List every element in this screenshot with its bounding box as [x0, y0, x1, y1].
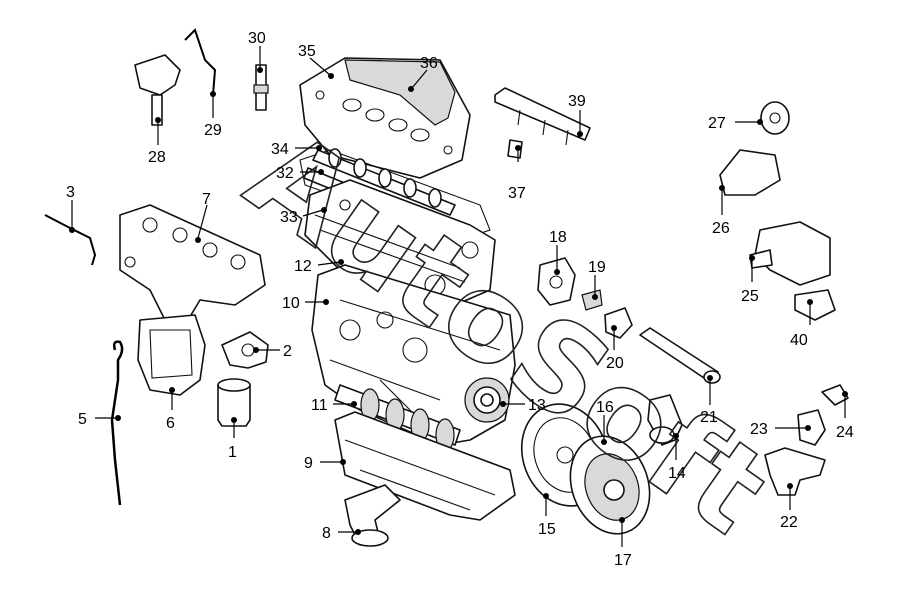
catalytic-converter — [137, 314, 206, 396]
callout-27: 27 — [708, 115, 726, 132]
callout-8: 8 — [322, 525, 331, 542]
callout-7: 7 — [202, 191, 211, 208]
water-outlet — [604, 307, 633, 339]
callout-10: 10 — [282, 295, 300, 312]
callout-36: 36 — [420, 55, 438, 72]
callout-14: 14 — [668, 465, 686, 482]
callout-28: 28 — [148, 149, 166, 166]
callout-17: 17 — [614, 552, 632, 569]
sensor-wire — [184, 28, 217, 96]
callout-18: 18 — [549, 229, 567, 246]
oxygen-sensor — [44, 214, 97, 266]
engine-mount-side — [749, 221, 831, 286]
small-bracket — [794, 289, 836, 321]
callout-1: 1 — [228, 444, 237, 461]
callout-35: 35 — [298, 43, 316, 60]
callout-6: 6 — [166, 415, 175, 432]
water-pump — [480, 393, 494, 407]
ignition-coil — [134, 54, 181, 126]
crankshaft — [334, 384, 461, 452]
callout-13: 13 — [528, 397, 546, 414]
callout-29: 29 — [204, 122, 222, 139]
thermostat-housing — [537, 257, 576, 306]
mount-clip — [821, 384, 849, 406]
callout-26: 26 — [712, 220, 730, 237]
callout-3: 3 — [66, 184, 75, 201]
exhaust-manifold — [119, 204, 266, 326]
lower-mount-bracket — [764, 447, 826, 496]
callout-23: 23 — [750, 421, 768, 438]
callout-5: 5 — [78, 411, 87, 428]
callout-37: 37 — [508, 185, 526, 202]
callout-11: 11 — [311, 397, 328, 414]
callout-25: 25 — [741, 288, 759, 305]
oil-pan — [334, 411, 516, 521]
engine-mount-upper — [760, 101, 790, 135]
dipstick — [110, 340, 124, 506]
callout-39: 39 — [568, 93, 586, 110]
rubber-mount — [797, 409, 826, 446]
callout-24: 24 — [836, 424, 854, 441]
callout-40: 40 — [790, 332, 808, 349]
mount-bracket — [719, 149, 781, 196]
leader-lines — [69, 46, 848, 547]
valve-cover — [299, 57, 471, 179]
spark-plug — [253, 64, 269, 111]
cover-gasket — [299, 149, 491, 241]
water-pipe — [639, 327, 721, 384]
fuel-rail — [494, 87, 591, 146]
callout-2: 2 — [283, 343, 292, 360]
callout-19: 19 — [588, 259, 606, 276]
callout-15: 15 — [538, 521, 556, 538]
callout-34: 34 — [271, 141, 289, 158]
oil-filter — [217, 378, 251, 427]
callout-12: 12 — [294, 258, 312, 275]
callout-9: 9 — [304, 455, 313, 472]
callout-33: 33 — [280, 209, 298, 226]
callout-32: 32 — [276, 165, 294, 182]
oil-strainer — [344, 484, 401, 547]
callout-20: 20 — [606, 355, 624, 372]
clutch-assembly — [569, 435, 651, 535]
callout-labels: 1 2 3 5 6 7 8 9 10 11 12 13 14 15 16 17 … — [66, 30, 854, 569]
oil-filter-housing — [221, 331, 269, 369]
callout-21: 21 — [700, 409, 718, 426]
callout-16: 16 — [596, 399, 614, 416]
callout-22: 22 — [780, 514, 798, 531]
callout-30: 30 — [248, 30, 266, 47]
